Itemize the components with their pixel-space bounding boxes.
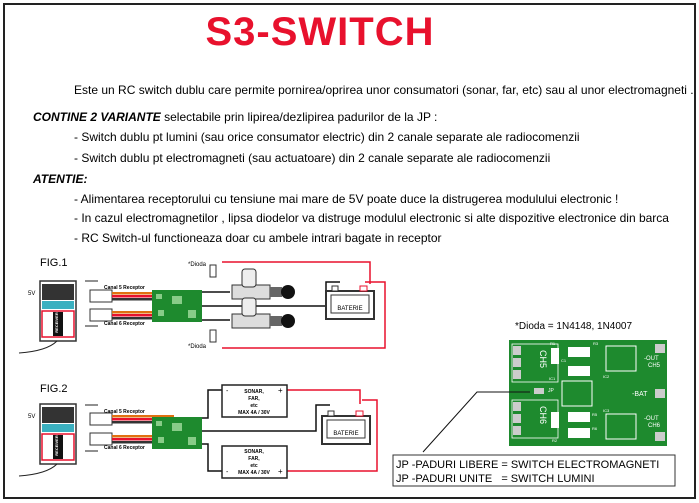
electromagnet-valve — [231, 268, 296, 300]
antenna-wire — [18, 340, 58, 354]
battery-label: BATERIE — [333, 431, 358, 437]
diode-icon — [209, 329, 217, 343]
component-label: IC3 — [603, 408, 610, 413]
plus-label: + — [278, 386, 283, 395]
load-box: - + SONAR, FAR, etc MAX 4A / 30V — [221, 445, 288, 479]
red-wire — [287, 389, 378, 472]
pcb-ch5-label: CH5 — [538, 350, 548, 368]
battery — [321, 410, 371, 445]
receiver-label: RECEIVER — [54, 435, 59, 456]
diode-icon — [209, 264, 217, 278]
diode-label: *Dioda — [188, 344, 207, 350]
load-text: MAX 4A / 30V — [238, 410, 270, 416]
legend-line: JP -PADURI LIBERE = SWITCH ELECTROMAGNET… — [396, 459, 659, 471]
jp-label: JP — [548, 388, 555, 394]
black-wire — [202, 389, 330, 472]
ch5-label: Canal 5 Receptor — [104, 409, 145, 415]
pcb-ch6-label: CH6 — [538, 406, 548, 424]
variants-line: CONTINE 2 VARIANTE selectabile prin lipi… — [33, 110, 437, 124]
intro-text: Este un RC switch dublu care permite por… — [74, 83, 694, 97]
warning-heading: ATENTIE: — [33, 172, 88, 186]
red-wire — [222, 261, 386, 349]
warning-item: - In cazul electromagnetilor , lipsa dio… — [74, 211, 669, 225]
load-text: etc — [250, 403, 257, 409]
switch-board — [152, 417, 202, 449]
page-border — [3, 3, 696, 499]
minus-label: - — [226, 388, 229, 395]
warning-item: - Alimentarea receptorului cu tensiune m… — [74, 192, 619, 206]
minus-label: - — [226, 469, 229, 476]
plus-label: + — [278, 467, 283, 476]
ch6-label: Canal 6 Receptor — [104, 321, 145, 327]
battery-label: BATERIE — [337, 306, 362, 312]
component-label: R1 — [550, 341, 556, 346]
component-label: IC1 — [549, 376, 556, 381]
out-ch5-label: -OUT — [644, 356, 659, 362]
page-title: S3-SWITCH — [205, 10, 435, 54]
antenna-wire — [18, 463, 58, 477]
diode-note: *Dioda = 1N4148, 1N4007 — [515, 321, 632, 332]
receiver-label: RECEIVER — [54, 312, 59, 333]
load-box: - + SONAR, FAR, etc MAX 4A / 30V — [221, 384, 288, 418]
fig1-label: FIG.1 — [40, 257, 68, 269]
component-label: R2 — [552, 438, 558, 443]
load-text: MAX 4A / 30V — [238, 470, 270, 476]
fig1-voltage: 5V — [28, 291, 35, 297]
component-label: R6 — [592, 426, 598, 431]
fig2-label: FIG.2 — [40, 383, 68, 395]
out-ch6-label: CH6 — [648, 423, 661, 429]
electromagnet-valve — [231, 297, 296, 329]
pointer-line — [422, 391, 530, 453]
variant-item: - Switch dublu pt lumini (sau orice cons… — [74, 130, 580, 144]
variants-text: selectabile prin lipirea/dezlipirea padu… — [160, 110, 438, 124]
ch6-label: Canal 6 Receptor — [104, 445, 145, 451]
diode-label: *Dioda — [188, 262, 207, 268]
variants-heading: CONTINE 2 VARIANTE — [33, 110, 161, 124]
component-label: C1 — [561, 358, 567, 363]
variant-item: - Switch dublu pt electromagneti (sau ac… — [74, 151, 551, 165]
load-text: etc — [250, 463, 257, 469]
load-text: FAR, — [248, 456, 260, 462]
battery — [325, 285, 375, 320]
jp-legend: JP -PADURI LIBERE = SWITCH ELECTROMAGNET… — [392, 454, 676, 487]
load-text: SONAR, — [244, 389, 264, 395]
out-ch5-label: CH5 — [648, 363, 661, 369]
fig2-voltage: 5V — [28, 414, 35, 420]
legend-line: JP -PADURI UNITE = SWITCH LUMINI — [396, 473, 595, 485]
component-label: R3 — [593, 341, 599, 346]
load-text: SONAR, — [244, 449, 264, 455]
out-ch6-label: -OUT — [644, 416, 659, 422]
component-label: R5 — [592, 412, 598, 417]
load-text: FAR, — [248, 396, 260, 402]
warning-item: - RC Switch-ul functioneaza doar cu ambe… — [74, 231, 442, 245]
component-label: IC2 — [603, 374, 610, 379]
switch-board — [152, 290, 202, 322]
bat-label: -BAT — [632, 391, 648, 398]
ch5-label: Canal 5 Receptor — [104, 285, 145, 291]
